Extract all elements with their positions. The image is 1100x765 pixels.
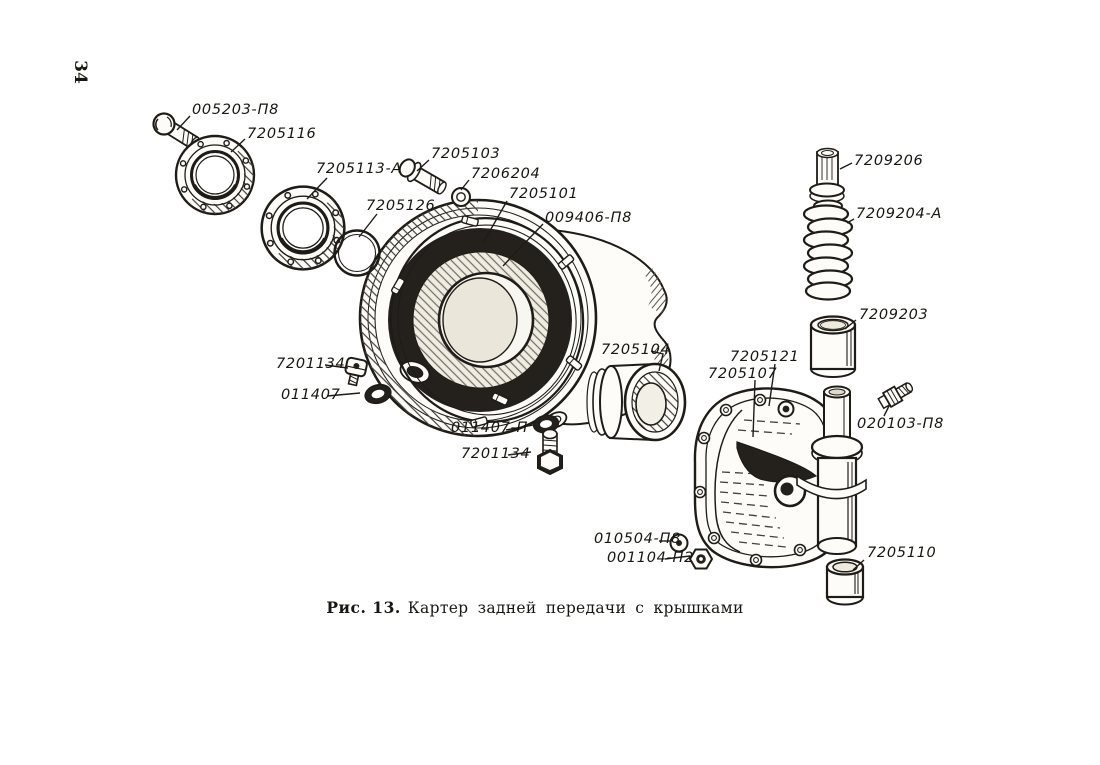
part-label-005203-p8: 005203-П8 xyxy=(192,102,280,118)
part-label-7209206: 7209206 xyxy=(854,153,924,169)
part-label-7209203: 7209203 xyxy=(859,307,929,323)
leader-lines xyxy=(176,115,891,571)
part-label-7205104: 7205104 xyxy=(601,342,671,358)
figure-caption-title: Картер задней передачи с крышками xyxy=(407,599,744,617)
part-gasket xyxy=(389,215,585,428)
part-label-7205107: 7205107 xyxy=(708,366,778,382)
part-cover xyxy=(693,387,842,569)
part-housing xyxy=(358,198,672,438)
part-label-010504-p8: 010504-П8 xyxy=(594,531,682,547)
figure-caption: Рис. 13. Картер задней передачи с крышкам… xyxy=(0,598,1070,617)
part-label-7205113-a: 7205113-А xyxy=(316,161,403,177)
part-label-7206204: 7206204 xyxy=(471,166,541,182)
part-bolt-7205103 xyxy=(398,158,447,195)
part-fitting-020103 xyxy=(877,382,914,410)
part-ring-7205113 xyxy=(262,187,345,270)
part-bushing-7209203 xyxy=(809,315,857,378)
part-cup-7205104 xyxy=(586,362,687,442)
part-label-7205126: 7205126 xyxy=(366,198,436,214)
part-washer-011407 xyxy=(364,383,392,405)
part-label-7205103: 7205103 xyxy=(431,146,501,162)
part-plug-7209206 xyxy=(809,147,845,204)
part-washer-010504 xyxy=(669,533,689,553)
part-label-009406-p8: 009406-П8 xyxy=(545,210,633,226)
part-label-7205116: 7205116 xyxy=(247,126,317,142)
part-label-001104-p2: 001104-П2 xyxy=(607,550,695,566)
part-label-7205121: 7205121 xyxy=(730,349,800,365)
part-label-020103-p8: 020103-П8 xyxy=(857,416,945,432)
part-bolt-7201134-bottom xyxy=(537,428,563,476)
part-bushing-7205110 xyxy=(825,558,865,606)
part-label-7205110: 7205110 xyxy=(867,545,937,561)
part-label-011407-p: 011407-П xyxy=(451,420,529,436)
part-label-011407: 011407 xyxy=(281,387,341,403)
figure-caption-number: Рис. 13. xyxy=(326,598,401,617)
part-label-7201134-a: 7201134 xyxy=(276,356,346,372)
part-nut-001104 xyxy=(688,548,714,570)
part-washer-011407p xyxy=(532,414,560,434)
part-label-7205101: 7205101 xyxy=(509,186,579,202)
part-spring-7209204 xyxy=(802,199,854,301)
part-ring-7205116 xyxy=(174,134,256,216)
part-oring-7205126 xyxy=(333,229,381,277)
part-label-7209204-a: 7209204-А xyxy=(856,206,943,222)
part-washer-7206204 xyxy=(451,187,471,207)
part-label-7201134-b: 7201134 xyxy=(461,446,531,462)
part-plug-7201134-left xyxy=(344,356,368,387)
page-number: 34 xyxy=(70,60,90,84)
part-tube xyxy=(796,385,867,555)
